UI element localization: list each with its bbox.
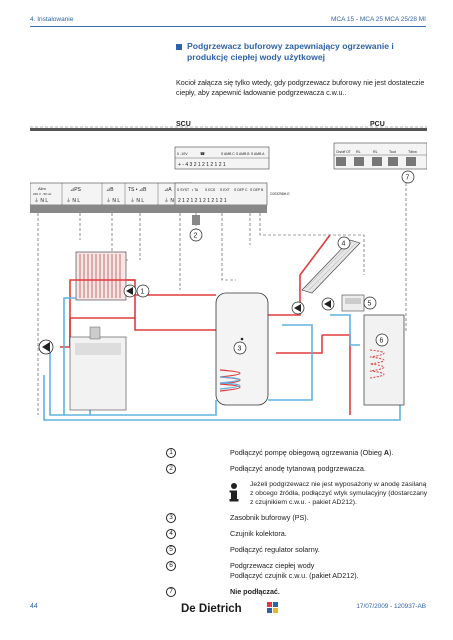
pump-circuit-a (123, 284, 137, 298)
marker-4: 4 (337, 236, 351, 250)
svg-text:0 -10V: 0 -10V (177, 152, 188, 156)
svg-text:TS • ⊿B: TS • ⊿B (128, 187, 147, 193)
legend-item-7: 7 Nie podłączać. (166, 587, 428, 597)
bus-bar (30, 128, 427, 131)
svg-text:⊿A: ⊿A (164, 187, 172, 193)
svg-text:S SYST: S SYST (177, 188, 189, 192)
svg-text:RL: RL (356, 150, 361, 154)
svg-text:5: 5 (368, 301, 372, 308)
brand-logo: De Dietrich (181, 602, 278, 615)
svg-text:Tdhw: Tdhw (408, 150, 417, 154)
svg-text:2: 2 (194, 233, 198, 240)
svg-text:De Dietrich: De Dietrich (181, 603, 242, 615)
svg-text:RL: RL (373, 150, 378, 154)
svg-text:7: 7 (406, 175, 410, 182)
intro-paragraph: Kocioł załącza się tylko wtedy, gdy podg… (176, 78, 425, 97)
section-bullet-icon (176, 44, 182, 50)
svg-text:4: 4 (342, 241, 346, 248)
marker-2: 2 (189, 215, 203, 242)
radiator (75, 251, 127, 301)
legend-item-2: 2 Podłączyć anodę tytanową podgrzewacza. (166, 464, 428, 474)
legend: 1 Podłączyć pompę obiegową ogrzewania (O… (166, 448, 428, 603)
legend-number: 7 (166, 587, 176, 597)
svg-text:3: 3 (238, 346, 242, 353)
svg-text:☎: ☎ (200, 151, 205, 156)
legend-number: 6 (166, 561, 176, 571)
svg-text:⏚ N L: ⏚ N L (106, 197, 120, 204)
svg-text:1: 1 (141, 289, 145, 296)
svg-text:S EXT: S EXT (220, 188, 230, 192)
svg-text:6: 6 (380, 338, 384, 345)
legend-number: 5 (166, 545, 176, 555)
drawing-code: C003298H-E (270, 192, 290, 196)
svg-text:⏚ N L: ⏚ N L (164, 197, 178, 204)
legend-item-6: 6 Podgrzewacz ciepłej wody Podłączyć czu… (166, 561, 428, 581)
svg-text:⏚ N L: ⏚ N L (66, 197, 80, 204)
solar-collector (301, 239, 361, 294)
svg-text:+ - 4 3 2 1 2 1 2 1 2 1: + - 4 3 2 1 2 1 2 1 2 1 (178, 162, 226, 168)
sensor-terminal-block: S SYST • TA S ECS S EXT S DEP C S DEP B … (174, 182, 268, 213)
legend-item-3: 3 Zasobnik buforowy (PS). (166, 513, 428, 523)
solar-controller (341, 294, 365, 312)
svg-text:⏚ N L: ⏚ N L (34, 197, 48, 204)
boiler (69, 326, 127, 411)
scu-label: SCU (176, 121, 191, 128)
installation-diagram: SCU PCU 0 -10V ☎ S AMB C S AMB B S AMB A… (30, 121, 427, 421)
legend-item-4: 4 Czujnik kolektora. (166, 529, 428, 539)
bus-connector-block: 0 -10V ☎ S AMB C S AMB B S AMB A + - 4 3… (174, 146, 270, 170)
power-terminal-block: Alim 230 V - 50 Hz ⏚ N L ⊿PS ⊿B TS • ⊿B … (30, 182, 193, 206)
document-reference: 17/07/2009 - 120937-AB (356, 603, 426, 610)
note-text: Jeżeli podgrzewacz nie jest wyposażony w… (250, 481, 428, 506)
pcu-label: PCU (370, 121, 385, 128)
svg-text:S ECS: S ECS (205, 188, 216, 192)
section-title: Podgrzewacz buforowy zapewniający ogrzew… (187, 41, 394, 62)
legend-item-5: 5 Podłączyć regulator solarny. (166, 545, 428, 555)
svg-text:Alim: Alim (38, 186, 46, 191)
legend-number: 1 (166, 448, 176, 458)
legend-number: 3 (166, 513, 176, 523)
pcu-block: On/off OT RL RL Tout Tdhw (333, 142, 427, 170)
screw-terminals-left (30, 205, 192, 213)
header-rule (30, 26, 426, 27)
legend-number: 2 (166, 464, 176, 474)
legend-item-1: 1 Podłączyć pompę obiegową ogrzewania (O… (166, 448, 428, 458)
legend-number: 4 (166, 529, 176, 539)
pump-boiler (38, 339, 54, 355)
marker-6 (375, 333, 389, 347)
svg-text:On/off OT: On/off OT (336, 150, 351, 154)
svg-text:⏚ N L: ⏚ N L (130, 197, 144, 204)
svg-text:⊿PS: ⊿PS (70, 187, 82, 193)
svg-text:S AMB C: S AMB C (221, 152, 235, 156)
marker-1: 1 (136, 284, 150, 298)
svg-text:S DEP B: S DEP B (250, 188, 264, 192)
svg-text:S AMB A: S AMB A (251, 152, 265, 156)
svg-text:Tout: Tout (389, 150, 396, 154)
marker-5: 5 (363, 296, 377, 310)
svg-text:230 V - 50 Hz: 230 V - 50 Hz (33, 192, 52, 196)
svg-text:S AMB B: S AMB B (236, 152, 250, 156)
svg-text:⊿B: ⊿B (106, 187, 114, 193)
info-note: Jeżeli podgrzewacz nie jest wyposażony w… (166, 480, 428, 507)
page-number: 44 (30, 603, 38, 610)
marker-3: 3 (233, 341, 247, 355)
svg-text:S DEP C: S DEP C (234, 188, 248, 192)
pump-solar (291, 297, 335, 315)
svg-text:• TA: • TA (192, 188, 199, 192)
header-models: MCA 15 - MCA 25 MCA 25/28 MI (330, 16, 426, 23)
dhw-tank: 6 (363, 314, 405, 406)
svg-text:2 1 2 1 2 1 2 1 2 1 2 1: 2 1 2 1 2 1 2 1 2 1 2 1 (178, 198, 227, 204)
marker-7: 7 (401, 170, 415, 184)
header-section: 4. Instalowanie (30, 16, 74, 23)
info-icon (229, 483, 239, 502)
section-heading: Podgrzewacz buforowy zapewniający ogrzew… (176, 41, 426, 63)
